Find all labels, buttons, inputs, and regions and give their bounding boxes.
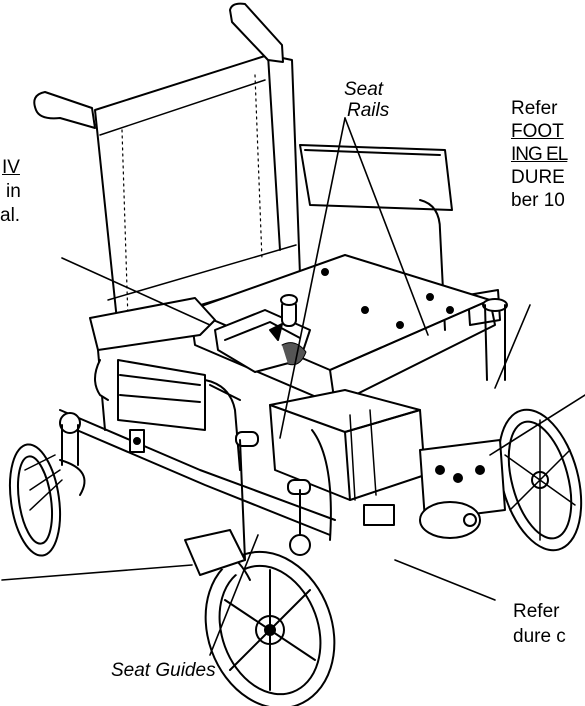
motor-assembly bbox=[419, 439, 506, 539]
seat-guides-leader bbox=[209, 534, 259, 656]
left-callout-line3: al. bbox=[0, 205, 21, 226]
top-right-callout-line1: Refer bbox=[511, 98, 558, 119]
seat-rails-leader-left bbox=[279, 117, 346, 439]
callout-lines bbox=[1, 117, 585, 656]
seat-rails-label-line2: Rails bbox=[347, 100, 390, 121]
left-callout-leader bbox=[61, 257, 211, 326]
top-right-callout-line2: FOOT bbox=[511, 121, 564, 142]
left-lower-leader bbox=[1, 564, 193, 581]
front-right-caster bbox=[482, 298, 583, 552]
top-right-callout-line4: DURE bbox=[511, 167, 565, 188]
left-frame bbox=[59, 379, 336, 536]
battery-box bbox=[269, 389, 426, 541]
top-right-callout-line3: ING EL bbox=[511, 144, 568, 165]
left-callout-line1: IV bbox=[2, 157, 20, 178]
bottom-right-callout-leader bbox=[394, 559, 496, 601]
bottom-right-callout-line2: dure c bbox=[513, 626, 566, 647]
bottom-right-callout-line1: Refer bbox=[513, 601, 560, 622]
joystick-controller bbox=[214, 294, 311, 373]
top-right-callout-leader bbox=[494, 304, 531, 389]
front-left-caster bbox=[8, 412, 86, 557]
seat-rails-label-line1: Seat bbox=[344, 79, 384, 100]
left-callout-line2: in bbox=[6, 181, 21, 202]
backrest bbox=[33, 2, 301, 331]
right-edge-leader bbox=[489, 394, 585, 456]
footplate-left bbox=[184, 529, 246, 576]
seat-guides-label: Seat Guides bbox=[111, 660, 216, 681]
seat-guides bbox=[235, 431, 311, 561]
seat-rails-leader-right bbox=[344, 117, 429, 336]
left-armrest bbox=[89, 297, 216, 431]
top-right-callout-line5: ber 10 bbox=[511, 190, 565, 211]
